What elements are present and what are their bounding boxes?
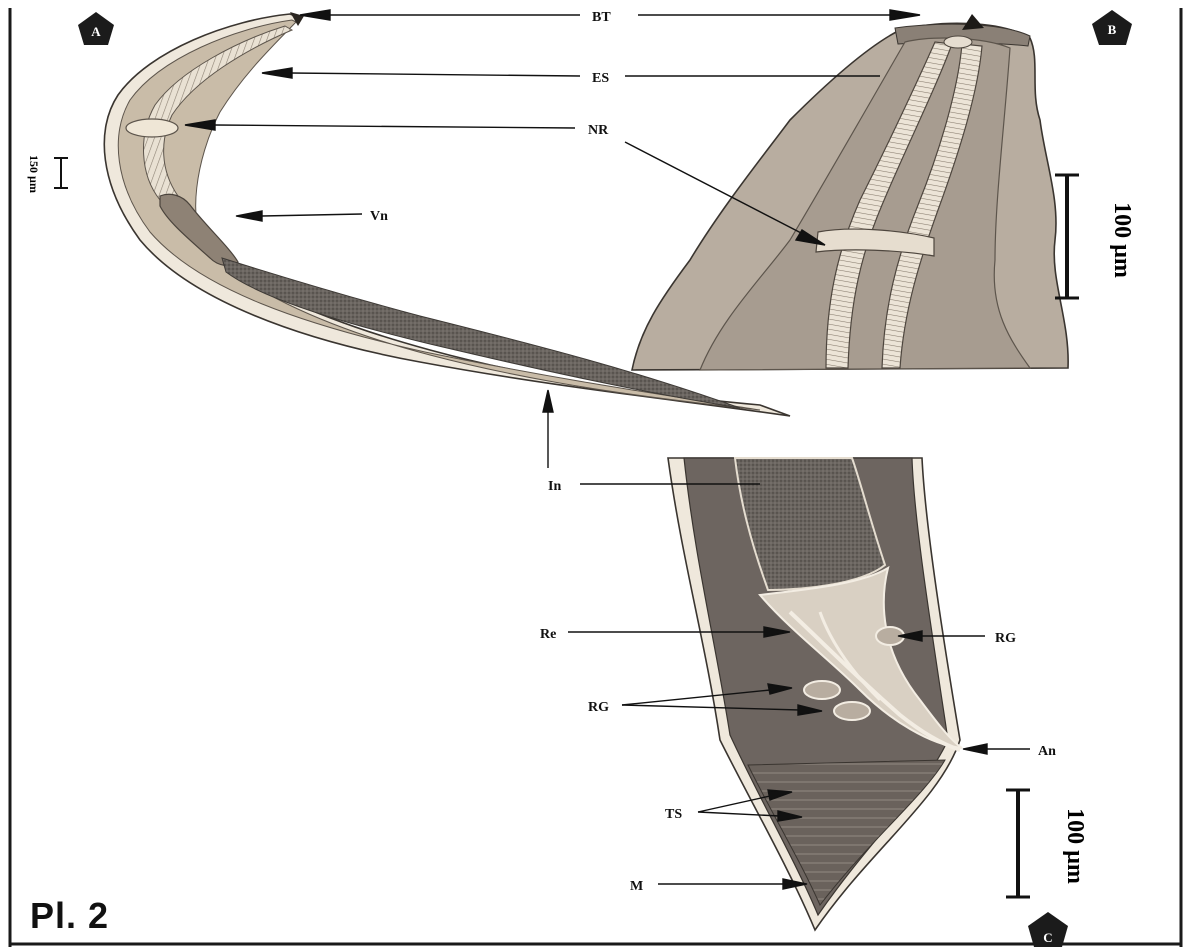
panel-a-scale-bar xyxy=(54,158,68,188)
panel-c-scale-bar xyxy=(1006,790,1030,897)
panel-c-scale-label: 100 µm xyxy=(1062,808,1088,884)
rectal-gland-3 xyxy=(834,702,870,720)
panel-b-scale-bar xyxy=(1055,175,1079,298)
label-m: M xyxy=(630,879,643,894)
label-nr: NR xyxy=(588,123,609,138)
label-re: Re xyxy=(540,627,556,642)
label-bt: BT xyxy=(592,10,611,25)
label-in: In xyxy=(548,479,561,494)
label-rg-left: RG xyxy=(588,700,609,715)
plate-label: Pl. 2 xyxy=(30,895,109,937)
panel-a-badge: A xyxy=(91,24,101,39)
rectal-gland-2 xyxy=(804,681,840,699)
label-vn: Vn xyxy=(370,209,388,224)
label-ts: TS xyxy=(665,807,682,822)
nerve-ring-a xyxy=(126,119,178,137)
panel-a-scale-label: 150 µm xyxy=(27,155,41,193)
panel-b-anterior: 100 µm B xyxy=(632,10,1135,370)
panel-b-badge: B xyxy=(1108,22,1117,37)
label-rg-right: RG xyxy=(995,631,1016,646)
panel-b-scale-label: 100 µm xyxy=(1109,202,1135,278)
label-an: An xyxy=(1038,744,1056,759)
panel-c-tail: 100 µm C xyxy=(668,458,1088,947)
label-es: ES xyxy=(592,71,609,86)
panel-c-badge: C xyxy=(1043,930,1052,945)
